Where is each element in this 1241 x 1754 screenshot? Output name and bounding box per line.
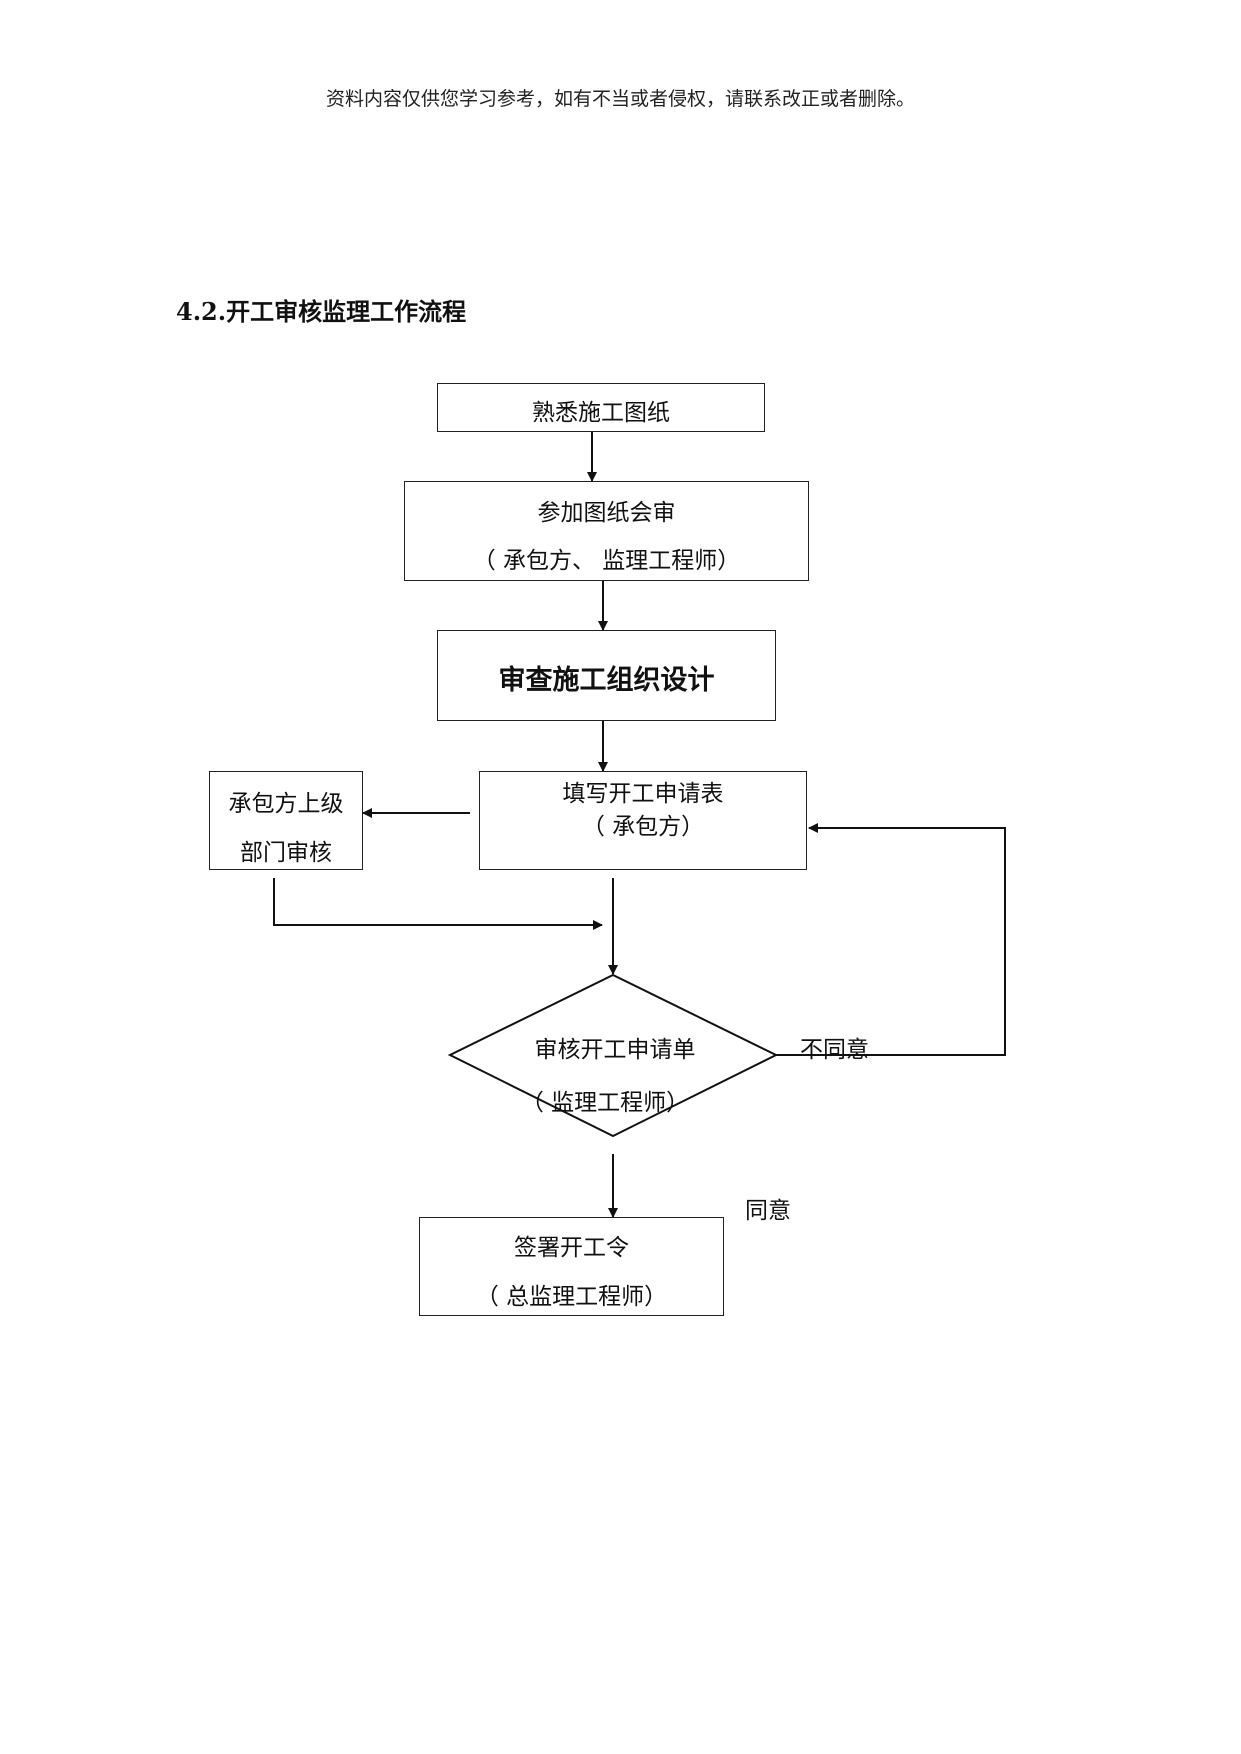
decision-review-application-party: （ 监理工程师）	[520, 1090, 690, 1116]
decision-diamond	[447, 973, 779, 1138]
decision-review-application-label: 审核开工申请单	[534, 1037, 696, 1063]
header-note: 资料内容仅供您学习参考，如有不当或者侵权，请联系改正或者删除。	[325, 88, 915, 110]
step-fill-application-label: 填写开工申请表	[562, 781, 724, 807]
label-agree: 同意	[745, 1198, 791, 1224]
step-fill-application	[479, 771, 807, 870]
step-sign-start-order	[419, 1217, 724, 1316]
label-disagree: 不同意	[800, 1037, 869, 1063]
step-familiarize-drawings	[437, 383, 765, 432]
step-review-construction-design-label: 审查施工组织设计	[498, 665, 715, 696]
step-fill-application-party: （ 承包方）	[581, 814, 705, 840]
step-familiarize-drawings-label: 熟悉施工图纸	[532, 400, 670, 426]
arrow-disagree-loop	[776, 823, 1006, 1056]
side-superior-review-line2: 部门审核	[240, 840, 332, 866]
step-review-construction-design	[437, 630, 776, 721]
step-sign-start-order-label: 签署开工令	[514, 1235, 629, 1261]
side-superior-review-line1: 承包方上级	[228, 791, 344, 817]
step-drawing-review	[404, 481, 809, 581]
side-superior-review	[209, 771, 363, 870]
arrow-side-to-merge	[273, 878, 603, 930]
step-drawing-review-participants: （ 承包方、 监理工程师）	[472, 548, 741, 574]
step-sign-start-order-party: （ 总监理工程师）	[475, 1284, 668, 1310]
section-title: 4.2.开工审核监理工作流程	[176, 297, 467, 326]
step-drawing-review-label: 参加图纸会审	[537, 500, 676, 526]
